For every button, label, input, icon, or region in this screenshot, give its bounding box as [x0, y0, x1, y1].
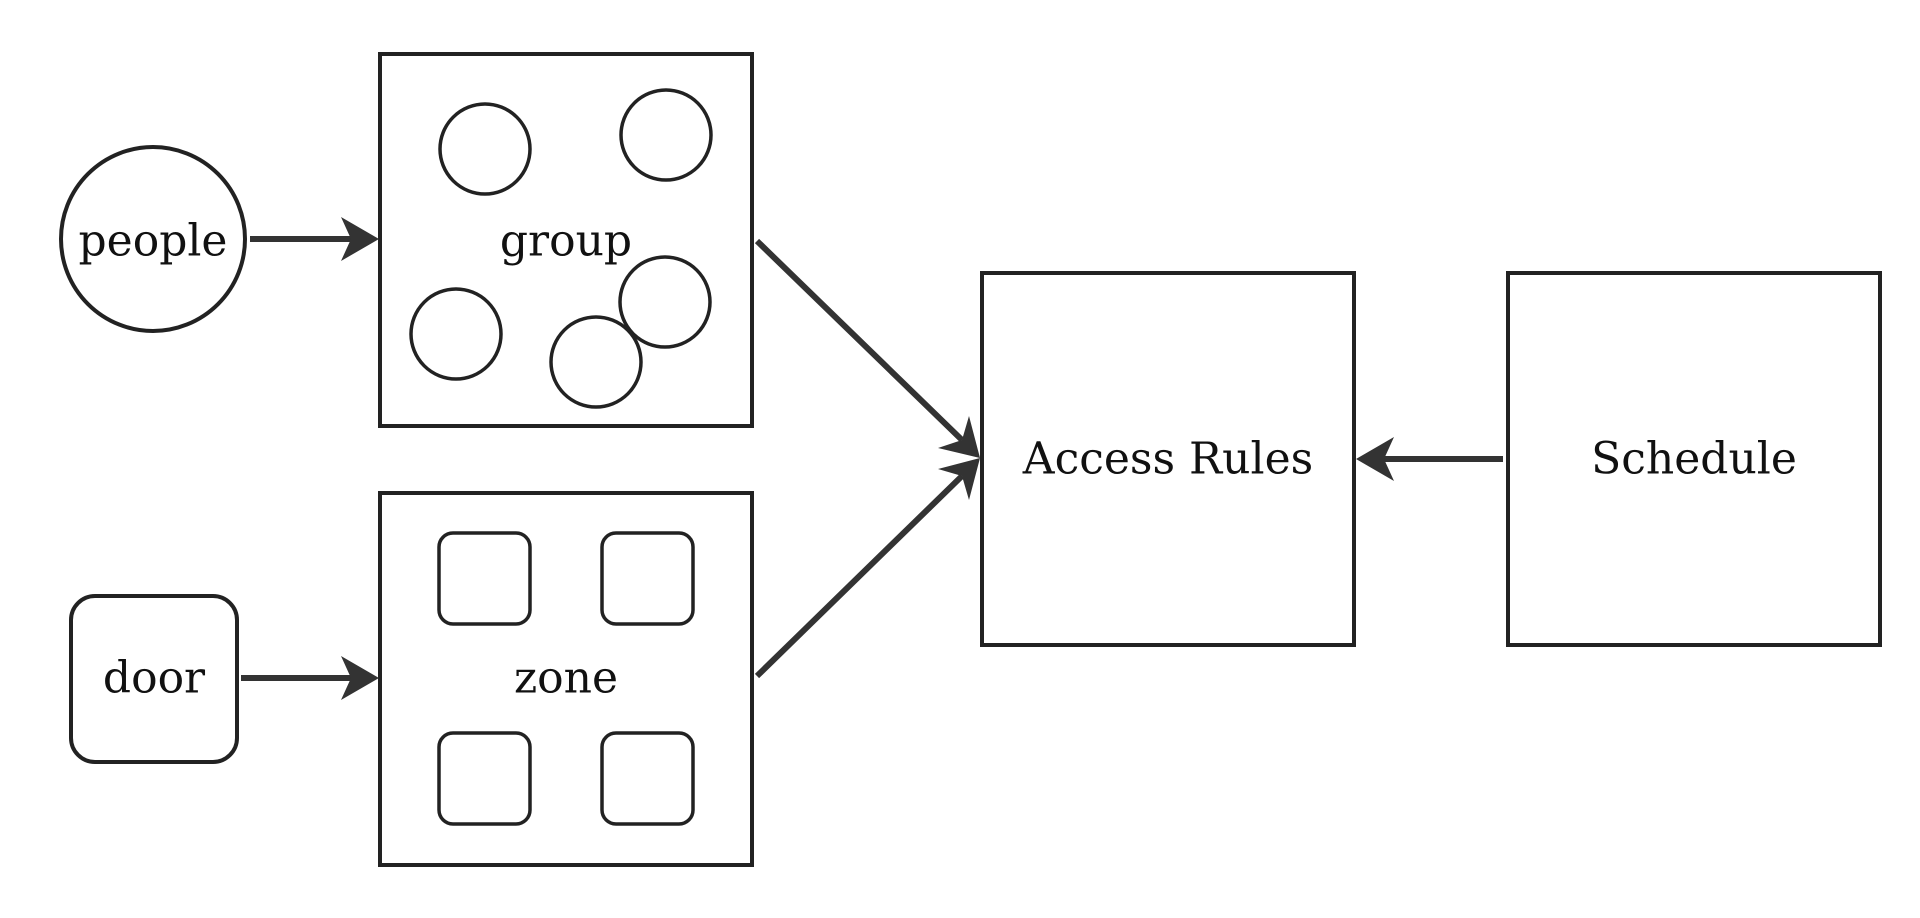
door-node: door — [69, 594, 239, 764]
people-node: people — [59, 145, 247, 333]
people-label: people — [79, 216, 228, 267]
zone-member-square — [600, 531, 695, 626]
access-rules-node: Access Rules — [980, 271, 1356, 647]
group-node: group — [378, 52, 754, 428]
arrow-head — [341, 656, 379, 700]
edge-group-to-access-rules — [754, 238, 980, 458]
edge-people-to-group — [250, 217, 379, 261]
edge-line — [754, 473, 965, 679]
group-member-circle — [438, 102, 532, 196]
group-member-circle — [409, 287, 503, 381]
zone-member-square — [437, 531, 532, 626]
arrow-head — [341, 217, 379, 261]
door-box — [69, 594, 239, 764]
group-label: group — [500, 216, 632, 267]
access-rules-box — [980, 271, 1356, 647]
schedule-box — [1506, 271, 1882, 647]
zone-node: zone — [378, 491, 754, 867]
people-circle — [59, 145, 247, 333]
group-member-circle — [619, 88, 713, 182]
edge-zone-to-access-rules — [754, 458, 980, 679]
group-member-circle — [549, 315, 643, 409]
zone-label: zone — [514, 653, 618, 704]
arrow-head — [1356, 437, 1394, 481]
access-rules-label: Access Rules — [1022, 434, 1313, 485]
zone-member-square — [437, 731, 532, 826]
zone-member-square — [600, 731, 695, 826]
schedule-node: Schedule — [1506, 271, 1882, 647]
edge-line — [754, 238, 965, 443]
group-member-circle — [618, 255, 712, 349]
edge-schedule-to-access-rules — [1356, 437, 1503, 481]
arrow-head — [938, 458, 980, 500]
door-label: door — [103, 653, 206, 704]
arrow-head — [938, 416, 980, 458]
schedule-label: Schedule — [1591, 434, 1797, 485]
edge-door-to-zone — [241, 656, 379, 700]
